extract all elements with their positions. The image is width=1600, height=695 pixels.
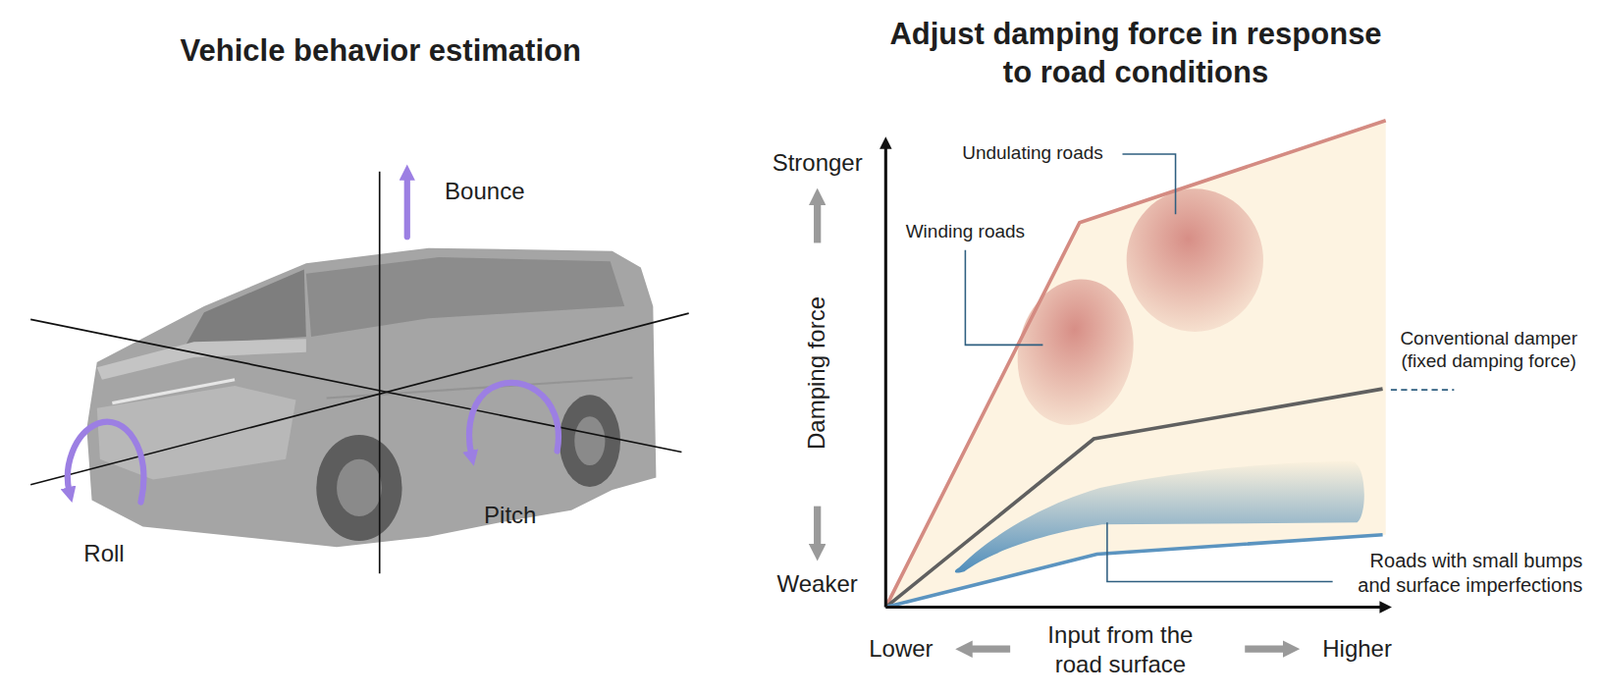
chart-title: Adjust damping force in response to road… (885, 15, 1387, 93)
motion-arrows (67, 175, 559, 503)
weaker-arrow (813, 506, 821, 550)
axis-title: Input from the road surface (1034, 620, 1207, 680)
headlight (111, 379, 235, 404)
front-hub (336, 459, 382, 517)
longitudinal-axis (30, 313, 690, 485)
rear-hub (574, 416, 605, 466)
bounce-arrow (404, 175, 411, 237)
hood-line (97, 338, 307, 380)
adjustable-range (885, 120, 1386, 608)
callout-label: Undulating roads (961, 141, 1104, 165)
pitch-arrow (469, 382, 559, 456)
vehicle-axes (30, 171, 690, 575)
side-window (306, 257, 625, 337)
chart-title: Vehicle behavior estimation (180, 32, 582, 71)
vertical-axis (378, 171, 381, 575)
lower-arrow (966, 645, 1011, 653)
y-axis (884, 143, 888, 608)
min-damping-line (885, 534, 1383, 608)
axis-end-label: Lower (868, 634, 933, 664)
max-damping-line (885, 120, 1386, 608)
axis-end-label: Higher (1322, 634, 1392, 664)
conventional-damper-line (885, 388, 1383, 607)
front-wheel (316, 434, 402, 541)
leader-line (964, 250, 1043, 346)
callout-label: Winding roads (906, 219, 1025, 244)
small-bumps-zone (955, 461, 1365, 574)
rear-wheel (559, 394, 621, 487)
leader-line (1121, 154, 1175, 214)
leader-lines (964, 154, 1454, 583)
motion-label: Pitch (483, 500, 536, 531)
axis-title: Damping force (801, 296, 832, 450)
callout-label: Conventional damper (fixed damping force… (1394, 326, 1584, 374)
stronger-arrow (813, 200, 821, 244)
axis-end-label: Weaker (777, 569, 858, 599)
minivan-illustration (86, 248, 656, 548)
higher-arrow (1244, 645, 1288, 653)
motion-label: Bounce (444, 176, 525, 207)
windshield (185, 268, 307, 345)
winding-zone (1004, 267, 1147, 436)
leader-line (1390, 388, 1454, 391)
axis-end-label: Stronger (772, 148, 863, 178)
roll-arrow (67, 422, 145, 503)
leader-line (1107, 522, 1334, 582)
motion-label: Roll (83, 538, 124, 569)
van-body (86, 248, 656, 548)
callout-label: Roads with small bumps and surface imper… (1346, 548, 1583, 598)
x-axis (885, 605, 1386, 609)
undulating-zone (1126, 188, 1264, 332)
